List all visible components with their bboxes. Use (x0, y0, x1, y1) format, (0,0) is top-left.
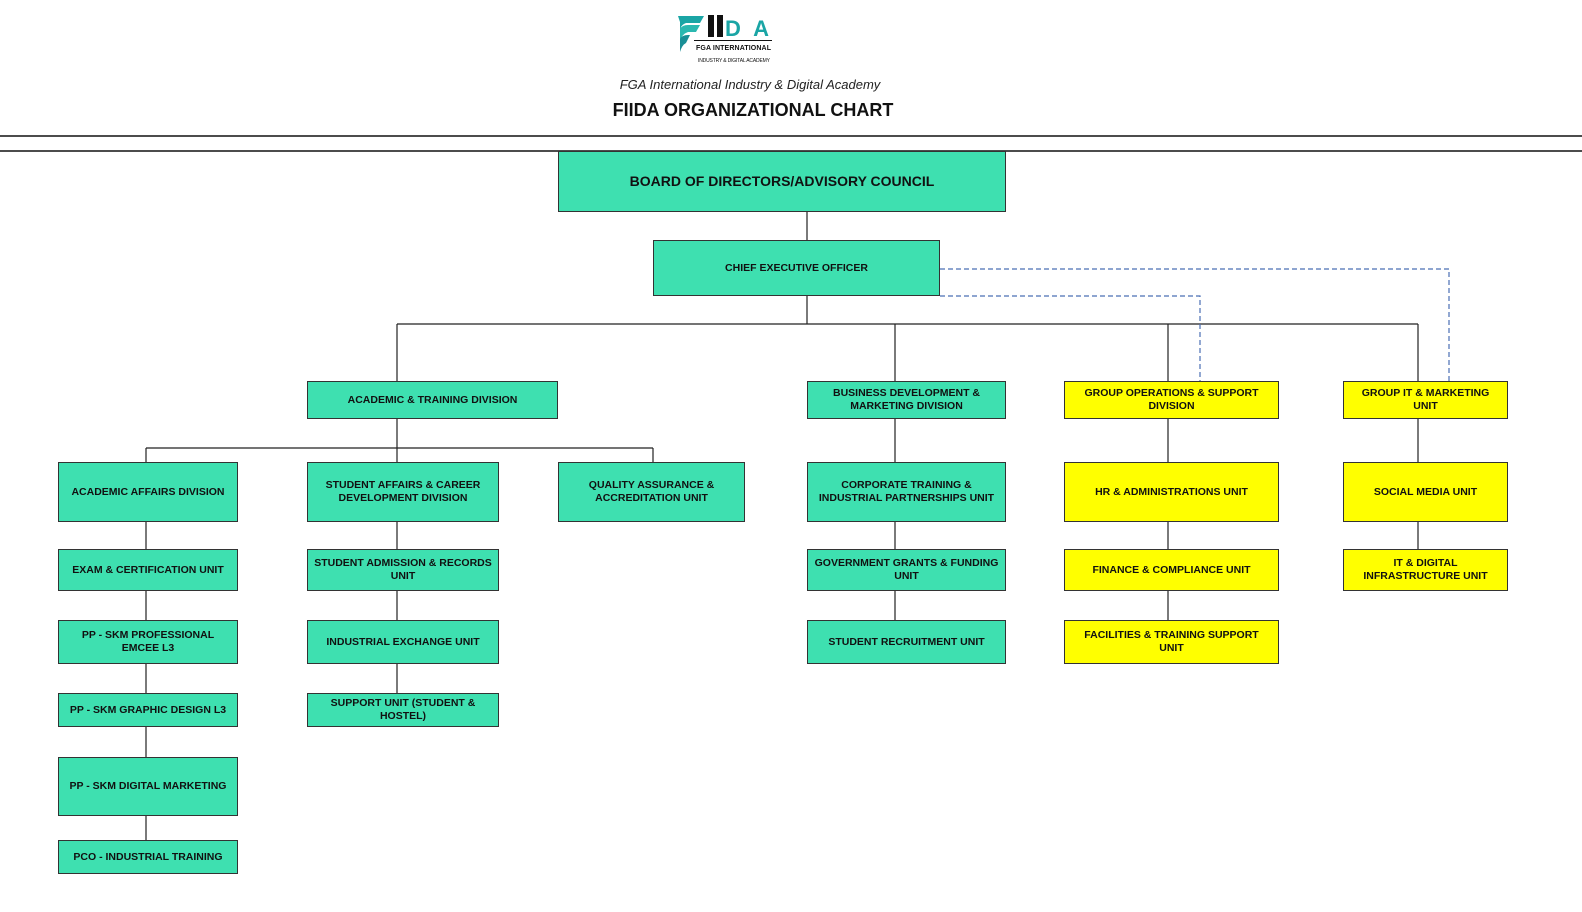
dotted-reporting-lines (940, 268, 1450, 381)
subtitle: FGA International Industry & Digital Aca… (619, 77, 881, 92)
node-group-operations[interactable]: GROUP OPERATIONS & SUPPORT DIVISION (1064, 381, 1279, 419)
node-label: QUALITY ASSURANCE & ACCREDITATION UNIT (588, 479, 715, 504)
node-pp-digital[interactable]: PP - SKM DIGITAL MARKETING (58, 757, 238, 816)
node-student-affairs[interactable]: STUDENT AFFAIRS & CAREER DEVELOPMENT DIV… (307, 462, 499, 522)
node-label: SOCIAL MEDIA UNIT (1373, 485, 1478, 498)
node-it-infra[interactable]: IT & DIGITAL INFRASTRUCTURE UNIT (1343, 549, 1508, 591)
node-support[interactable]: SUPPORT UNIT (STUDENT & HOSTEL) (307, 693, 499, 727)
node-grants[interactable]: GOVERNMENT GRANTS & FUNDING UNIT (807, 549, 1006, 591)
node-academic-division[interactable]: ACADEMIC & TRAINING DIVISION (307, 381, 558, 419)
node-label: ACADEMIC AFFAIRS DIVISION (71, 485, 225, 498)
node-label: SUPPORT UNIT (STUDENT & HOSTEL) (330, 697, 476, 722)
node-label: BOARD OF DIRECTORS/ADVISORY COUNCIL (629, 173, 935, 190)
node-label: ACADEMIC & TRAINING DIVISION (347, 393, 518, 406)
node-exam[interactable]: EXAM & CERTIFICATION UNIT (58, 549, 238, 591)
node-label: INDUSTRIAL EXCHANGE UNIT (326, 635, 480, 648)
node-facilities[interactable]: FACILITIES & TRAINING SUPPORT UNIT (1064, 620, 1279, 664)
node-admission[interactable]: STUDENT ADMISSION & RECORDS UNIT (307, 549, 499, 591)
node-corporate[interactable]: CORPORATE TRAINING & INDUSTRIAL PARTNERS… (807, 462, 1006, 522)
node-bizdev-division[interactable]: BUSINESS DEVELOPMENT & MARKETING DIVISIO… (807, 381, 1006, 419)
node-pp-emcee[interactable]: PP - SKM PROFESSIONAL EMCEE L3 (58, 620, 238, 664)
node-label: STUDENT RECRUITMENT UNIT (828, 635, 985, 648)
page-title: FIIDA ORGANIZATIONAL CHART (612, 100, 894, 120)
node-label: HR & ADMINISTRATIONS UNIT (1095, 485, 1248, 498)
node-label: BUSINESS DEVELOPMENT & MARKETING DIVISIO… (832, 387, 981, 412)
node-finance[interactable]: FINANCE & COMPLIANCE UNIT (1064, 549, 1279, 591)
node-social-media[interactable]: SOCIAL MEDIA UNIT (1343, 462, 1508, 522)
node-label: FACILITIES & TRAINING SUPPORT UNIT (1084, 629, 1259, 654)
svg-text:FGA INTERNATIONAL: FGA INTERNATIONAL (696, 45, 772, 52)
node-board[interactable]: BOARD OF DIRECTORS/ADVISORY COUNCIL (558, 151, 1006, 212)
node-label: STUDENT AFFAIRS & CAREER DEVELOPMENT DIV… (325, 479, 481, 504)
node-label: PP - SKM DIGITAL MARKETING (69, 780, 227, 793)
node-label: GROUP IT & MARKETING UNIT (1361, 387, 1490, 412)
node-label: GROUP OPERATIONS & SUPPORT DIVISION (1084, 387, 1259, 412)
node-pco[interactable]: PCO - INDUSTRIAL TRAINING (58, 840, 238, 874)
node-label: CHIEF EXECUTIVE OFFICER (725, 261, 868, 274)
node-exchange[interactable]: INDUSTRIAL EXCHANGE UNIT (307, 620, 499, 664)
node-label: PP - SKM PROFESSIONAL EMCEE L3 (81, 629, 215, 654)
svg-text:DA: DA (725, 16, 769, 41)
node-label: CORPORATE TRAINING & INDUSTRIAL PARTNERS… (818, 479, 995, 504)
node-pp-graphic[interactable]: PP - SKM GRAPHIC DESIGN L3 (58, 693, 238, 727)
node-hr[interactable]: HR & ADMINISTRATIONS UNIT (1064, 462, 1279, 522)
node-recruitment[interactable]: STUDENT RECRUITMENT UNIT (807, 620, 1006, 664)
node-label: STUDENT ADMISSION & RECORDS UNIT (314, 557, 492, 582)
svg-text:INDUSTRY & DIGITAL ACADEMY: INDUSTRY & DIGITAL ACADEMY (698, 58, 771, 64)
node-label: FINANCE & COMPLIANCE UNIT (1092, 563, 1251, 576)
node-label: EXAM & CERTIFICATION UNIT (72, 563, 224, 576)
node-qa[interactable]: QUALITY ASSURANCE & ACCREDITATION UNIT (558, 462, 745, 522)
fiida-logo: DA FGA INTERNATIONAL INDUSTRY & DIGITAL … (678, 15, 772, 64)
node-group-it[interactable]: GROUP IT & MARKETING UNIT (1343, 381, 1508, 419)
node-label: PP - SKM GRAPHIC DESIGN L3 (69, 703, 227, 716)
node-label: GOVERNMENT GRANTS & FUNDING UNIT (814, 557, 999, 582)
node-label: PCO - INDUSTRIAL TRAINING (73, 850, 223, 863)
node-academic-affairs[interactable]: ACADEMIC AFFAIRS DIVISION (58, 462, 238, 522)
node-ceo[interactable]: CHIEF EXECUTIVE OFFICER (653, 240, 940, 296)
node-label: IT & DIGITAL INFRASTRUCTURE UNIT (1363, 557, 1488, 582)
